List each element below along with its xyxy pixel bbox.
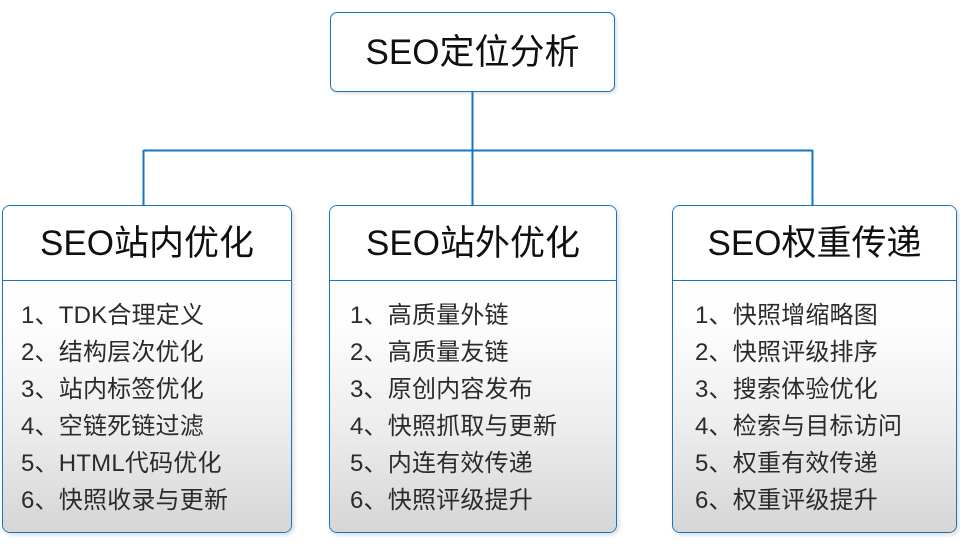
- list-item: 6、快照评级提升: [350, 487, 533, 514]
- list-item: 4、空链死链过滤: [21, 413, 204, 440]
- branch-item-list: 1、快照增缩略图 2、快照评级排序 3、搜索体验优化 4、检索与目标访问 5、权…: [673, 297, 956, 519]
- list-item: 1、快照增缩略图: [695, 302, 878, 329]
- list-item: 5、HTML代码优化: [21, 450, 222, 477]
- branch-header: SEO权重传递: [673, 206, 956, 281]
- branch-card-seo-weight[interactable]: SEO权重传递 1、快照增缩略图 2、快照评级排序 3、搜索体验优化 4、检索与…: [672, 205, 957, 533]
- list-item: 2、高质量友链: [350, 339, 509, 366]
- list-item: 2、结构层次优化: [21, 339, 204, 366]
- list-item: 6、权重评级提升: [695, 487, 878, 514]
- branch-body: 1、高质量外链 2、高质量友链 3、原创内容发布 4、快照抓取与更新 5、内连有…: [330, 281, 616, 532]
- branch-title: SEO权重传递: [707, 223, 922, 263]
- branch-card-seo-offsite[interactable]: SEO站外优化 1、高质量外链 2、高质量友链 3、原创内容发布 4、快照抓取与…: [329, 205, 617, 533]
- list-item: 3、站内标签优化: [21, 376, 204, 403]
- branch-item-list: 1、高质量外链 2、高质量友链 3、原创内容发布 4、快照抓取与更新 5、内连有…: [330, 297, 616, 519]
- branch-item-list: 1、TDK合理定义 2、结构层次优化 3、站内标签优化 4、空链死链过滤 5、H…: [3, 297, 291, 519]
- branch-card-seo-onsite[interactable]: SEO站内优化 1、TDK合理定义 2、结构层次优化 3、站内标签优化 4、空链…: [2, 205, 292, 533]
- list-item: 2、快照评级排序: [695, 339, 878, 366]
- list-item: 1、高质量外链: [350, 302, 509, 329]
- branch-title: SEO站内优化: [40, 223, 254, 263]
- branch-body: 1、TDK合理定义 2、结构层次优化 3、站内标签优化 4、空链死链过滤 5、H…: [3, 281, 291, 532]
- list-item: 4、检索与目标访问: [695, 413, 903, 440]
- list-item: 1、TDK合理定义: [21, 302, 205, 329]
- branch-title: SEO站外优化: [366, 223, 580, 263]
- list-item: 6、快照收录与更新: [21, 487, 229, 514]
- list-item: 3、搜索体验优化: [695, 376, 878, 403]
- list-item: 5、权重有效传递: [695, 450, 878, 477]
- branch-header: SEO站内优化: [3, 206, 291, 281]
- root-node-title: SEO定位分析: [365, 32, 580, 72]
- list-item: 4、快照抓取与更新: [350, 413, 558, 440]
- branch-header: SEO站外优化: [330, 206, 616, 281]
- branch-body: 1、快照增缩略图 2、快照评级排序 3、搜索体验优化 4、检索与目标访问 5、权…: [673, 281, 956, 532]
- list-item: 3、原创内容发布: [350, 376, 533, 403]
- root-node[interactable]: SEO定位分析: [330, 12, 615, 92]
- list-item: 5、内连有效传递: [350, 450, 533, 477]
